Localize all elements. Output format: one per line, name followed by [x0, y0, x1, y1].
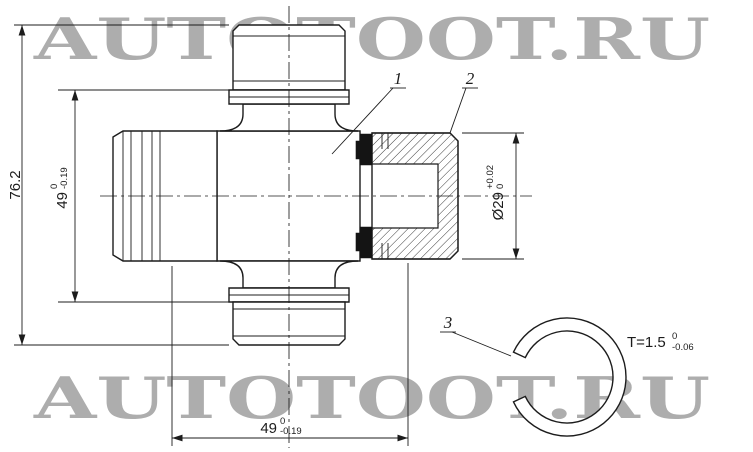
tolerance-lower: -0.06	[672, 342, 694, 353]
leader-line	[331, 87, 394, 155]
arrowhead	[18, 25, 26, 36]
callout-number-2: 2	[466, 69, 475, 88]
dimension-text-group: 49 0 -0.19	[49, 167, 71, 208]
callout-snap-ring: 3	[440, 313, 512, 357]
cross-spider	[216, 103, 361, 289]
dimension-span-horizontal: 49 0 -0.19	[171, 263, 409, 446]
watermarks: AUTOTOOT.RU AUTOTOOT.RU	[33, 6, 710, 432]
right-cup-snap-groove-lines	[381, 133, 389, 259]
dimension-ring-thickness: T=1.5 0 -0.06	[627, 331, 694, 353]
tolerance-upper: 0	[49, 184, 60, 189]
callout-number-3: 3	[443, 313, 453, 332]
extension-lines	[462, 132, 524, 260]
callout-cross: 1	[331, 69, 406, 155]
dimension-text: 76.2	[7, 170, 24, 199]
tolerance-upper: 0	[672, 331, 677, 342]
arrowhead	[512, 133, 520, 144]
centerlines	[100, 6, 532, 448]
tolerance-upper: +0.02	[485, 165, 496, 189]
arrowhead	[71, 90, 79, 101]
tolerance-upper: 0	[280, 416, 285, 427]
extension-lines	[14, 24, 229, 346]
extension-lines	[171, 263, 409, 446]
top-trunnion-neck	[219, 103, 359, 132]
dimension-text-group: Ø29 +0.02 0	[485, 165, 507, 220]
dimension-cup-diameter: Ø29 +0.02 0	[462, 132, 524, 260]
callout-number-1: 1	[394, 69, 403, 88]
leader-line	[451, 331, 512, 357]
tolerance-lower: -0.19	[280, 426, 302, 437]
dimension-overall-height: 76.2	[7, 24, 229, 346]
bottom-seal	[355, 226, 373, 259]
arrowhead	[71, 291, 79, 302]
snap-ring	[512, 317, 627, 437]
tolerance-lower: -0.19	[59, 167, 70, 189]
dimension-text: 49	[260, 420, 277, 437]
top-seal	[355, 133, 373, 166]
arrowhead	[512, 248, 520, 259]
snap-ring-body	[512, 317, 627, 437]
callout-bearing-cup: 2	[449, 69, 478, 134]
dimension-text: Ø29	[490, 192, 507, 220]
watermark-top: AUTOTOOT.RU	[33, 6, 710, 73]
right-bearing-cup-section	[355, 132, 459, 260]
tolerance-lower: 0	[495, 184, 506, 189]
dimension-text: 49	[54, 192, 71, 209]
extension-lines	[58, 89, 229, 303]
arrowhead	[397, 434, 408, 442]
dimension-text: T=1.5	[627, 334, 666, 351]
arrowhead	[172, 434, 183, 442]
arrowhead	[18, 334, 26, 345]
dimension-inner-span-vertical: 49 0 -0.19	[49, 89, 229, 303]
leader-line	[449, 87, 467, 134]
